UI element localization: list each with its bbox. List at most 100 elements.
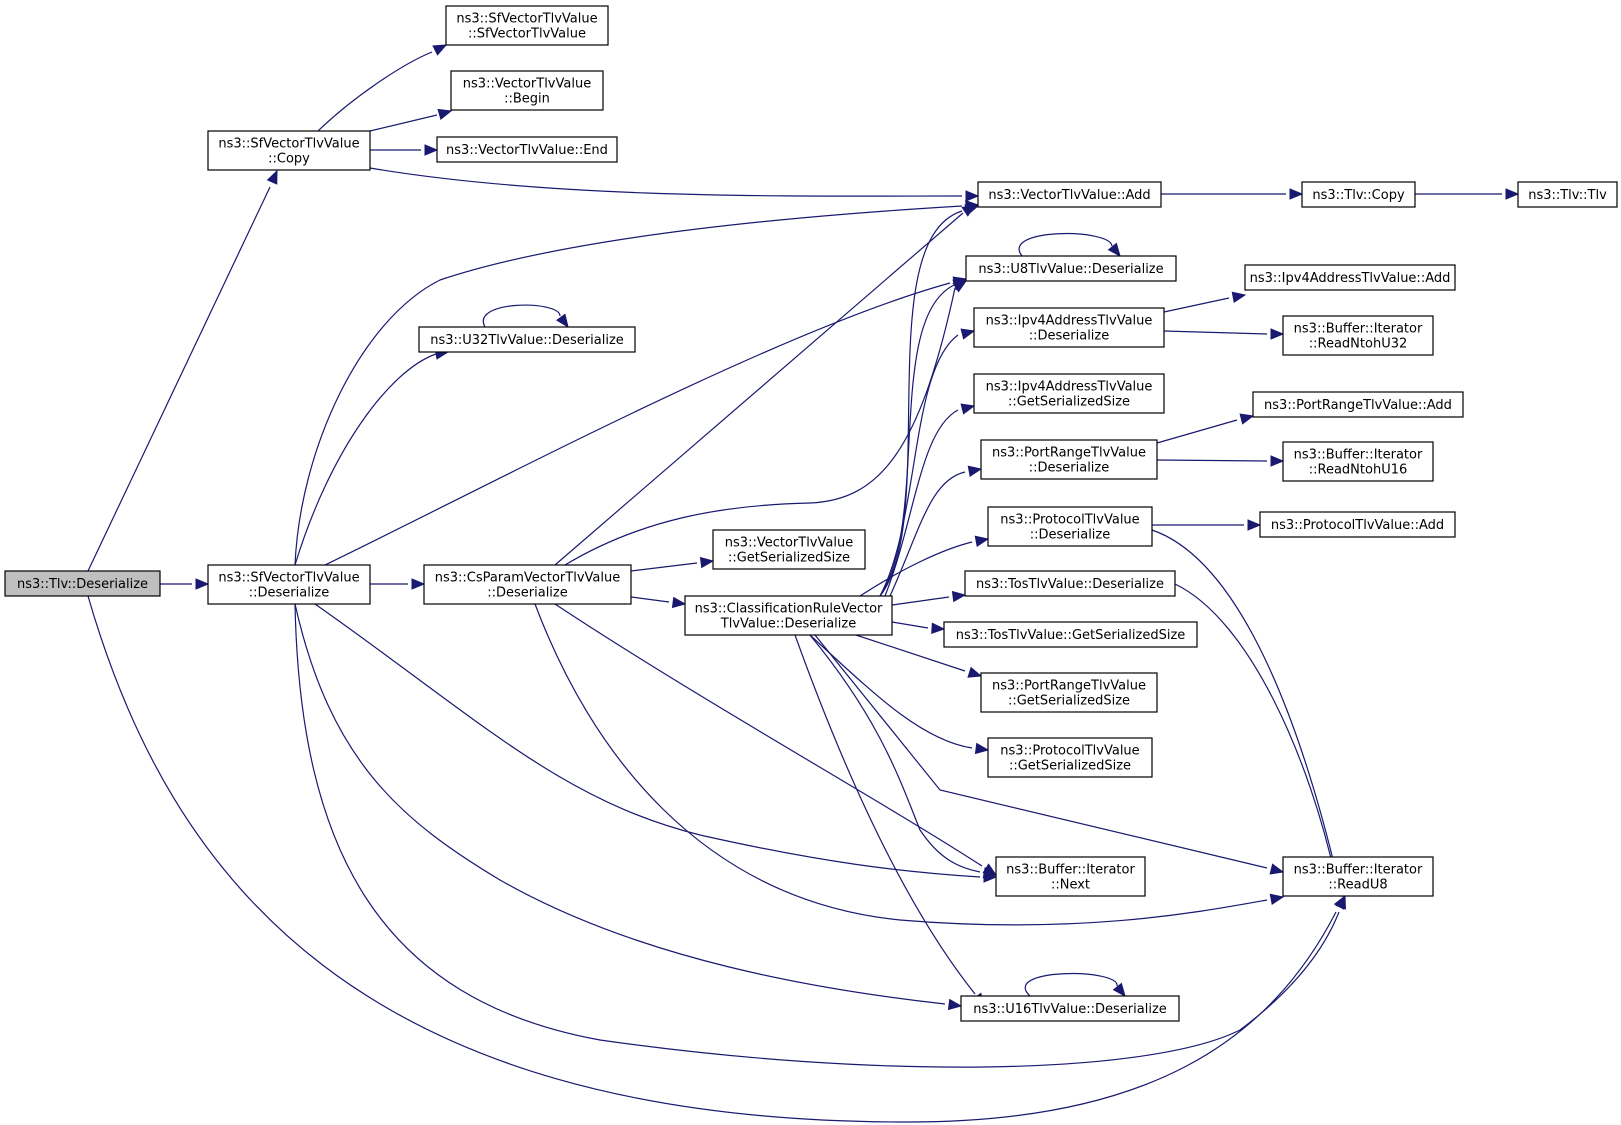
node-portsize[interactable]: ns3::PortRangeTlvValue::GetSerializedSiz…: [980, 672, 1158, 713]
edge-line: [294, 603, 1340, 1068]
node-box: [436, 136, 618, 163]
node-label: ns3::SfVectorTlvValue: [218, 137, 359, 152]
edge-crdeser-to-next: [809, 634, 998, 879]
node-protoadd[interactable]: ns3::ProtocolTlvValue::Add: [1259, 511, 1456, 538]
edge-portdeser-to-readu16: [1156, 455, 1285, 467]
edge-line: [369, 114, 438, 132]
node-sfdeser[interactable]: ns3::SfVectorTlvValue::Deserialize: [207, 564, 371, 605]
edge-line: [1018, 232, 1113, 257]
edge-line: [1163, 297, 1230, 313]
node-tossize[interactable]: ns3::TosTlvValue::GetSerializedSize: [943, 621, 1198, 648]
arrowhead-icon: [982, 867, 998, 879]
node-label: ns3::TosTlvValue::GetSerializedSize: [956, 628, 1186, 643]
edge-crdeser-to-portsize: [855, 634, 983, 678]
node-label: ns3::SfVectorTlvValue: [218, 571, 359, 586]
edge-sfdeser-to-vadd: [294, 200, 980, 566]
edge-line: [314, 603, 981, 878]
edge-ipv4deser-to-ipv4add: [1163, 291, 1247, 313]
edge-csdeser-to-next: [554, 603, 998, 876]
edge-tlvcopy-to-tlvtlv: [1415, 188, 1520, 200]
arrowhead-icon: [960, 328, 976, 340]
edge-line: [794, 634, 976, 995]
node-root[interactable]: ns3::Tlv::Deserialize: [4, 570, 161, 597]
edge-crdeser-to-portdeser: [889, 465, 983, 597]
node-protodeser[interactable]: ns3::ProtocolTlvValue::Deserialize: [987, 506, 1153, 547]
edge-root-to-sfdeser: [160, 578, 210, 590]
node-label: ::ReadNtohU32: [1309, 337, 1408, 352]
edge-crdeser-to-tossize: [891, 621, 946, 634]
node-readu8[interactable]: ns3::Buffer::Iterator::ReadU8: [1282, 856, 1434, 897]
arrowhead-icon: [964, 204, 980, 216]
node-label: ns3::Buffer::Iterator: [1294, 863, 1423, 878]
edge-line: [879, 334, 959, 597]
node-readu16[interactable]: ns3::Buffer::Iterator::ReadNtohU16: [1282, 441, 1434, 482]
edge-line: [554, 212, 964, 566]
node-tosdeser[interactable]: ns3::TosTlvValue::Deserialize: [964, 570, 1176, 597]
edge-line: [884, 409, 959, 597]
node-label: ::Deserialize: [487, 586, 568, 601]
node-label: ::Deserialize: [1029, 461, 1110, 476]
arrowhead-icon: [1505, 188, 1520, 200]
node-label: ::Copy: [268, 152, 310, 167]
node-sfctor[interactable]: ns3::SfVectorTlvValue::SfVectorTlvValue: [445, 5, 609, 46]
arrowhead-icon: [1270, 455, 1285, 467]
node-ipv4size[interactable]: ns3::Ipv4AddressTlvValue::GetSerializedS…: [973, 373, 1165, 414]
node-box: [987, 506, 1153, 547]
node-vbegin[interactable]: ns3::VectorTlvValue::Begin: [450, 70, 604, 111]
node-label: ns3::SfVectorTlvValue: [456, 12, 597, 27]
node-protosize[interactable]: ns3::ProtocolTlvValue::GetSerializedSize: [987, 737, 1153, 778]
node-label: ::Deserialize: [1030, 528, 1111, 543]
node-box: [418, 326, 636, 353]
node-u8deser[interactable]: ns3::U8TlvValue::Deserialize: [965, 255, 1177, 282]
node-label: ns3::VectorTlvValue::Add: [988, 188, 1150, 203]
node-label: ns3::Ipv4AddressTlvValue: [986, 380, 1153, 395]
node-portadd[interactable]: ns3::PortRangeTlvValue::Add: [1252, 391, 1464, 418]
node-ipv4deser[interactable]: ns3::Ipv4AddressTlvValue::Deserialize: [973, 307, 1165, 348]
node-csdeser[interactable]: ns3::CsParamVectorTlvValue::Deserialize: [423, 564, 632, 605]
edge-csdeser-to-vsize: [630, 556, 715, 572]
edge-sfdeser-to-u16deser: [294, 603, 963, 1011]
node-tlvtlv[interactable]: ns3::Tlv::Tlv: [1517, 181, 1618, 208]
node-label: ns3::ProtocolTlvValue: [1000, 744, 1139, 759]
node-vend[interactable]: ns3::VectorTlvValue::End: [436, 136, 618, 163]
node-sfcopy[interactable]: ns3::SfVectorTlvValue::Copy: [207, 130, 371, 171]
arrowhead-icon: [1112, 982, 1126, 998]
node-label: ns3::TosTlvValue::Deserialize: [976, 577, 1164, 592]
edge-line: [889, 471, 966, 597]
arrowhead-icon: [671, 596, 687, 609]
node-tlvcopy[interactable]: ns3::Tlv::Copy: [1301, 181, 1416, 208]
edge-line: [294, 353, 437, 566]
node-box: [964, 570, 1176, 597]
node-label: ns3::Buffer::Iterator: [1294, 322, 1423, 337]
node-portdeser[interactable]: ns3::PortRangeTlvValue::Deserialize: [980, 439, 1158, 480]
node-u32deser[interactable]: ns3::U32TlvValue::Deserialize: [418, 326, 636, 353]
node-label: ns3::ClassificationRuleVector: [695, 602, 883, 617]
node-label: ::SfVectorTlvValue: [468, 27, 586, 42]
arrowhead-icon: [437, 108, 453, 120]
edge-sfdeser-to-u32deser: [294, 348, 450, 566]
node-ipv4add[interactable]: ns3::Ipv4AddressTlvValue::Add: [1244, 264, 1456, 291]
node-label: ::ReadU8: [1328, 878, 1387, 893]
edge-line: [534, 603, 1268, 926]
edge-sfdeser-to-csdeser: [370, 578, 426, 590]
node-u16deser[interactable]: ns3::U16TlvValue::Deserialize: [960, 995, 1180, 1022]
arrowhead-icon: [960, 403, 976, 415]
node-readu32[interactable]: ns3::Buffer::Iterator::ReadNtohU32: [1282, 315, 1434, 356]
arrowhead-icon: [1269, 863, 1285, 875]
node-label: TlvValue::Deserialize: [720, 617, 856, 632]
edge-sfcopy-to-vend: [370, 144, 439, 156]
arrowhead-icon: [195, 578, 210, 590]
edge-sfcopy-to-vadd: [369, 167, 980, 202]
node-next[interactable]: ns3::Buffer::Iterator::Next: [995, 856, 1146, 897]
edge-crdeser-to-u8deser: [879, 279, 968, 597]
edge-portdeser-to-portadd: [1156, 413, 1255, 444]
edge-line: [554, 603, 983, 867]
edge-line: [879, 210, 963, 597]
node-vsize[interactable]: ns3::VectorTlvValue::GetSerializedSize: [712, 529, 866, 570]
node-vadd[interactable]: ns3::VectorTlvValue::Add: [977, 181, 1162, 208]
edge-crdeser-to-protodeser: [859, 535, 990, 597]
edge-line: [317, 51, 433, 132]
node-box: [977, 181, 1162, 208]
edge-line: [1156, 419, 1238, 444]
node-crdeser[interactable]: ns3::ClassificationRuleVectorTlvValue::D…: [684, 595, 893, 636]
